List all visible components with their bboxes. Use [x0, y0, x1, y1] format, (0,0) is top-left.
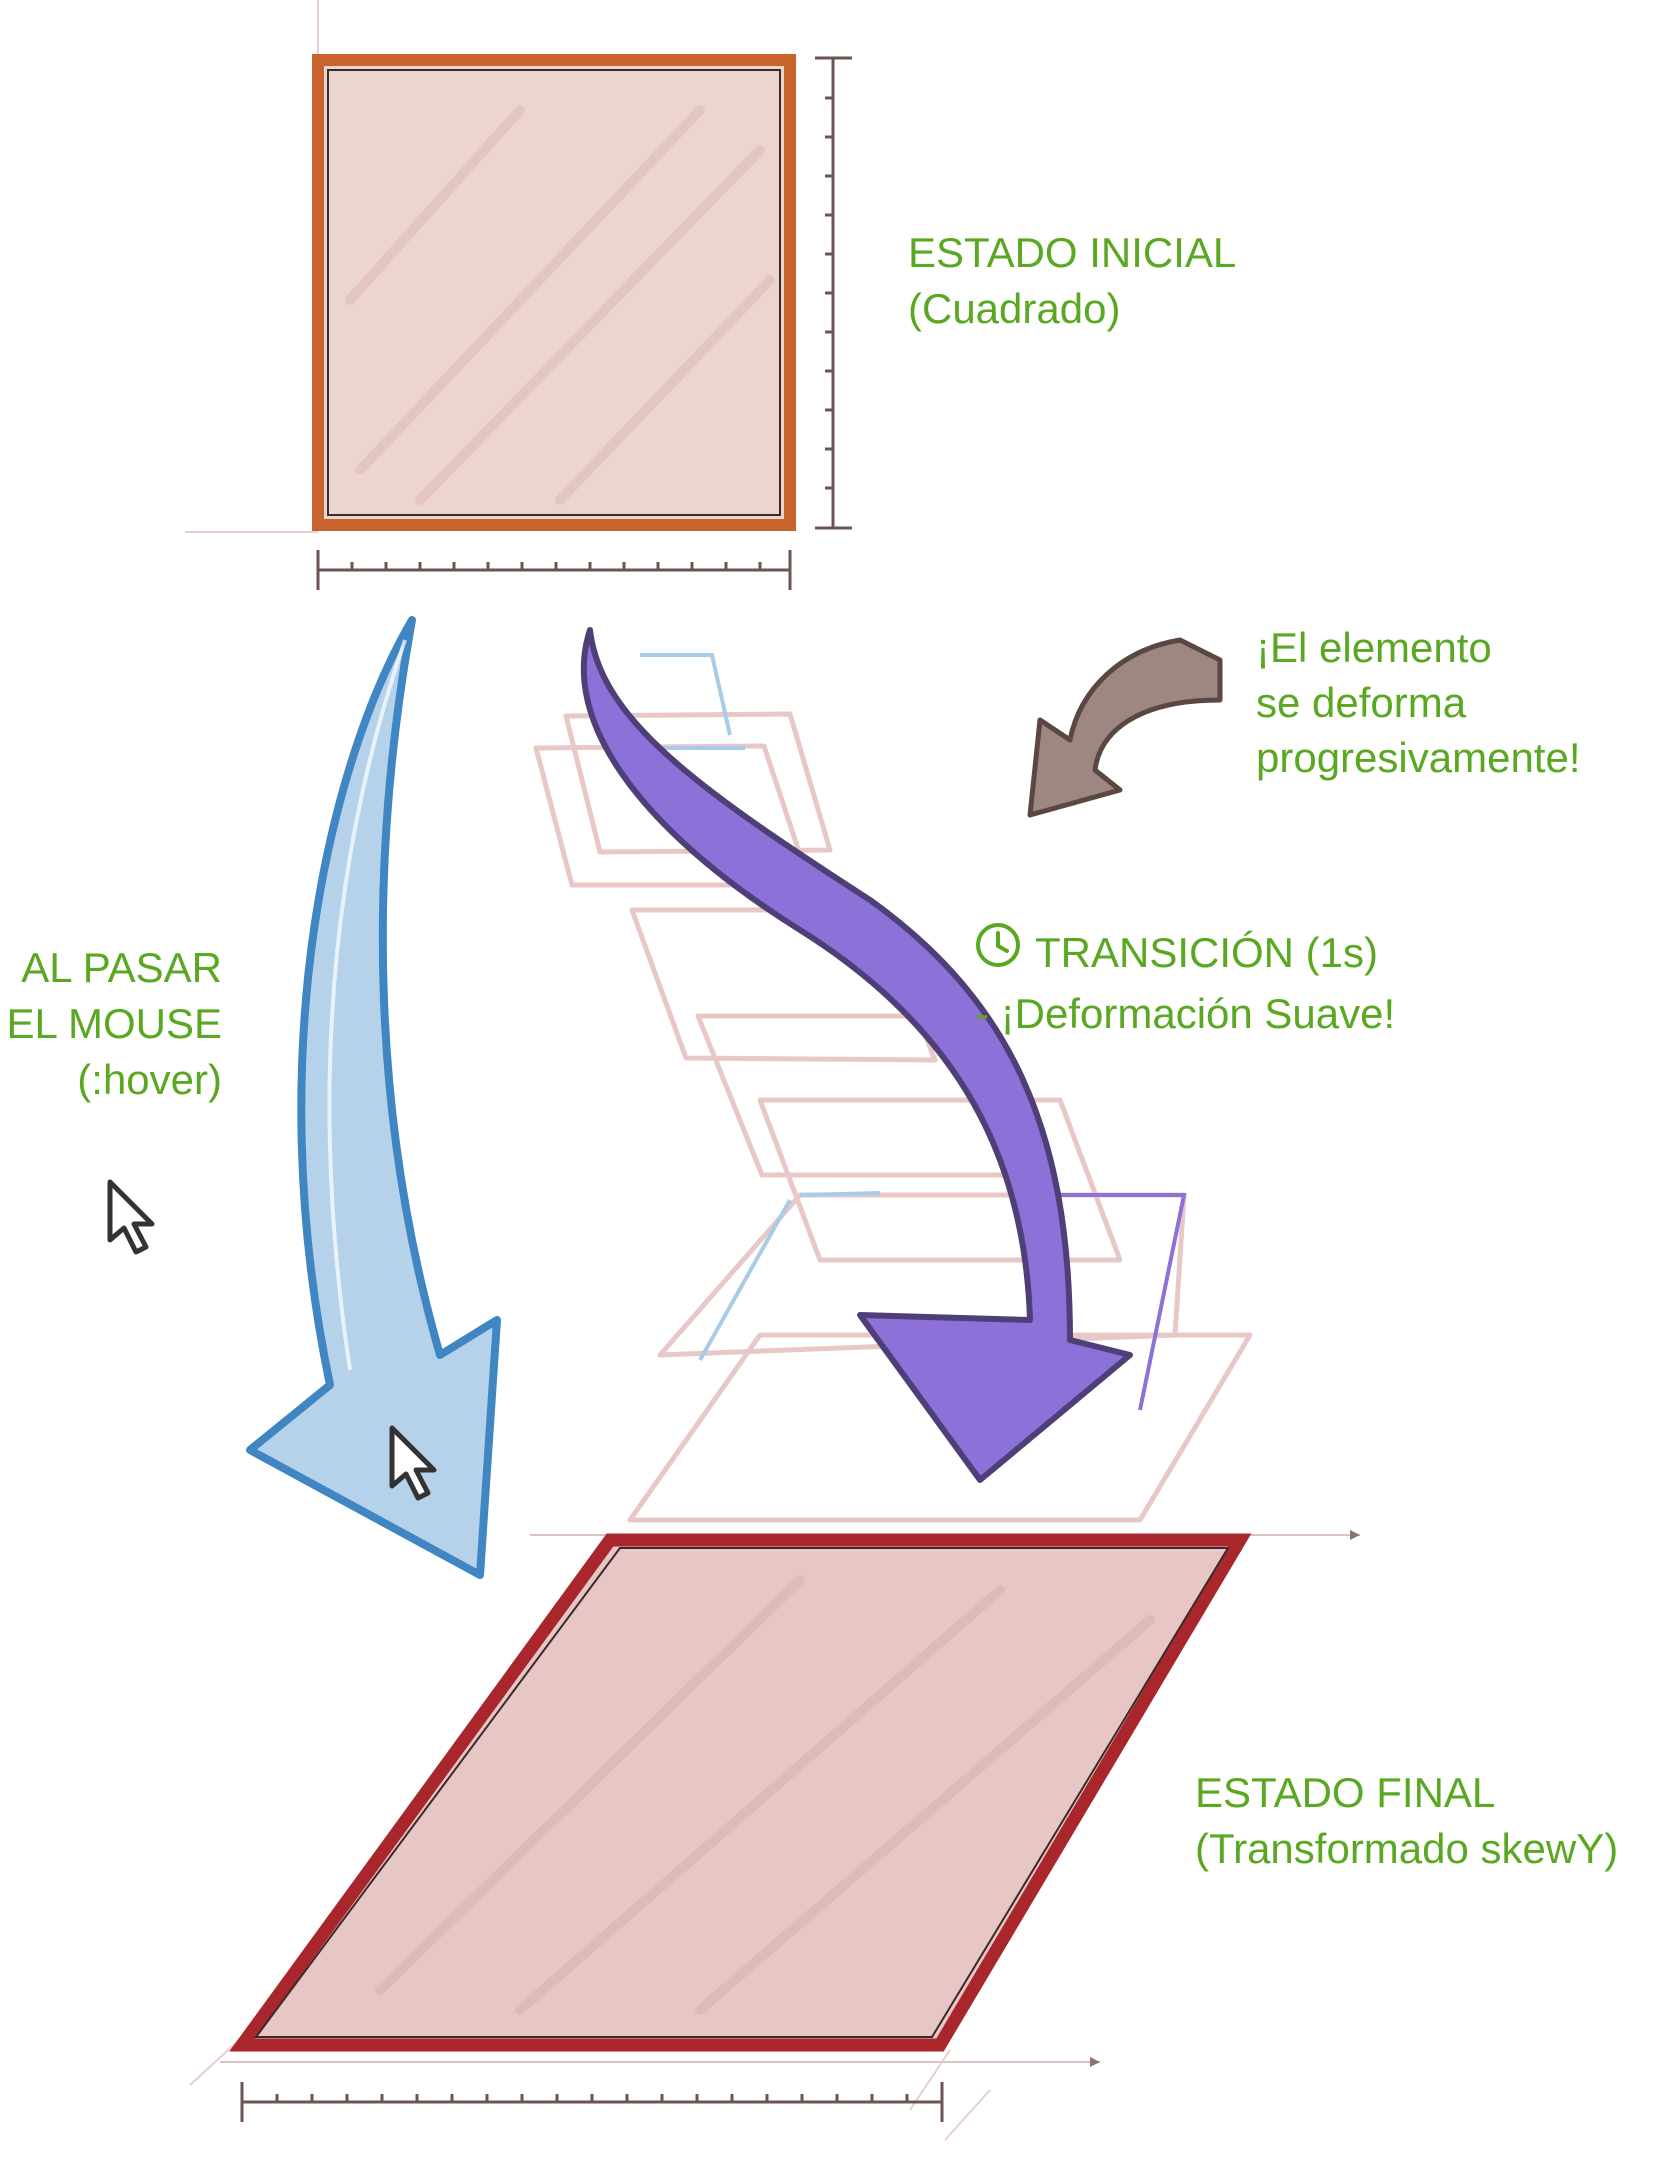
- final-state-title: ESTADO FINAL: [1195, 1769, 1496, 1816]
- horizontal-ruler-bottom: [240, 2082, 944, 2122]
- initial-state-title: ESTADO INICIAL: [908, 229, 1237, 276]
- initial-square: [312, 54, 796, 531]
- hover-line-3: (:hover): [77, 1056, 222, 1103]
- progressive-pointer-arrow: [1027, 637, 1223, 818]
- initial-state-label: ESTADO INICIAL (Cuadrado): [908, 225, 1236, 337]
- progressive-line-2: se deforma: [1256, 679, 1467, 726]
- horizontal-ruler-top: [316, 550, 792, 590]
- transition-label: TRANSICIÓN (1s) - ¡Deformación Suave!: [975, 922, 1396, 1042]
- cursor-arrow-icon: [389, 1425, 437, 1501]
- clock-icon: [975, 922, 1021, 982]
- hover-arrow: [246, 616, 501, 1579]
- progressive-deformation-label: ¡El elemento se deforma progresivamente!: [1256, 620, 1581, 785]
- hover-label: AL PASAR EL MOUSE (:hover): [0, 940, 223, 1108]
- transition-arrow: [580, 627, 1133, 1483]
- initial-state-subtitle: (Cuadrado): [908, 285, 1121, 332]
- transition-subtitle: - ¡Deformación Suave!: [975, 989, 1396, 1037]
- final-state-label: ESTADO FINAL (Transformado skewY): [1195, 1765, 1618, 1877]
- transition-title-row: TRANSICIÓN (1s): [975, 922, 1395, 986]
- hover-line-2: EL MOUSE: [6, 1000, 223, 1047]
- cursor-arrow-icon: [107, 1179, 155, 1255]
- progressive-line-3: progresivamente!: [1256, 734, 1581, 781]
- final-parallelogram: [229, 1533, 1252, 2052]
- transition-title: TRANSICIÓN (1s): [1035, 929, 1379, 976]
- vertical-ruler: [815, 56, 852, 530]
- hover-line-1: AL PASAR: [21, 944, 222, 991]
- progressive-line-1: ¡El elemento: [1256, 624, 1492, 671]
- ghost-frame-accents: [628, 653, 1187, 1411]
- final-state-subtitle: (Transformado skewY): [1195, 1825, 1619, 1872]
- guide-arrowheads: [1090, 1530, 1360, 2067]
